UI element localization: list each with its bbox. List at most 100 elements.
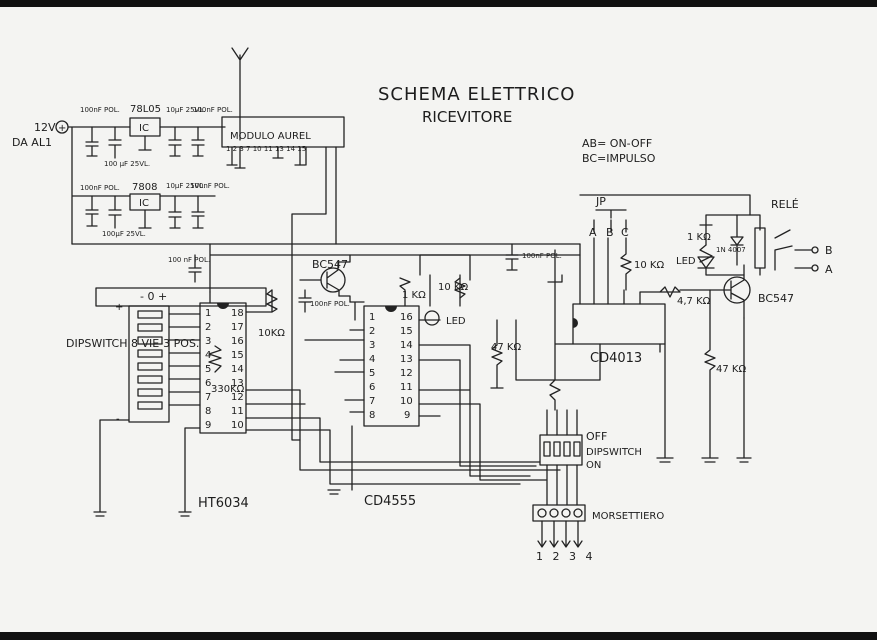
diode-label: 1N 4007 (716, 246, 746, 254)
dipswitch-8-top-bar (95, 287, 267, 307)
module-aurel-ground-icons (226, 157, 306, 169)
dipswitch-8-label: DIPSWITCH 8 VIE-3 POS. (66, 337, 199, 350)
dipswitch-4-label: DIPSWITCH (586, 447, 642, 458)
ic-ht6034: 1 2 3 4 5 6 7 8 9 18 17 16 15 14 13 12 1… (178, 289, 561, 517)
ic-cd4555: 1 2 3 4 5 6 7 8 16 15 14 13 12 11 10 9 C… (304, 254, 547, 509)
ht-pin-l2: 2 (205, 322, 211, 333)
cap-c7-icon (168, 195, 182, 229)
module-aurel-label: MODULO AUREL (230, 131, 311, 142)
ht-pin-r16: 16 (231, 336, 244, 347)
ht-pin-r12: 12 (231, 392, 244, 403)
jumper-label: JP (595, 195, 606, 208)
supply-voltage-label: 12V (34, 121, 56, 134)
ic-cd4555-body (363, 305, 420, 427)
relay-label: RELÉ (771, 198, 799, 211)
dipswitch-4-off: OFF (586, 430, 607, 443)
cd-pin-l1: 1 (369, 312, 375, 323)
cd4555-top-wires (399, 274, 461, 307)
resistor-47k-a-label: 47 KΩ (491, 342, 521, 353)
cd-pin-r15: 15 (400, 326, 413, 337)
supply-source-label: DA AL1 (12, 136, 52, 149)
regulator-7808-label: 7808 (132, 182, 157, 193)
cd-pin-r10: 10 (400, 396, 413, 407)
transistor-t1: BC547 100nF POL. (298, 254, 351, 313)
jumper-bracket (593, 209, 627, 233)
ht-pin-l1: 1 (205, 308, 211, 319)
resistor-330k-label: 330KΩ (211, 384, 245, 395)
resistor-10k-c-icon (620, 237, 632, 291)
resistor-1k-relay-label: 1 KΩ (687, 232, 711, 243)
ht-pin-r18: 18 (231, 308, 244, 319)
cap-c1-icon (85, 126, 99, 157)
led-1-icon (424, 310, 440, 326)
note-bc: BC=IMPULSO (582, 152, 656, 165)
ht-pin-l8: 8 (205, 406, 211, 417)
cap-c8-icon (191, 195, 205, 229)
ht-pin-l3: 3 (205, 336, 211, 347)
resistor-4k7-label: 4,7 KΩ (677, 296, 711, 307)
resistor-10k-b-icon (454, 277, 466, 299)
resistor-10k-a-label: 10KΩ (258, 328, 285, 339)
jumper-pin-a: A (589, 226, 597, 239)
relay-supply-wires (699, 214, 761, 246)
diode-icon (730, 214, 744, 266)
schematic-subtitle: RICEVITORE (422, 108, 512, 126)
cd-pin-l4: 4 (369, 354, 375, 365)
cap-c4-icon (191, 126, 205, 157)
ic-cd4013: CD4013 JP A B C 10 KΩ 47 KΩ (490, 194, 751, 411)
logic-supply-bus (188, 243, 581, 293)
ht-pin-l7: 7 (205, 392, 211, 403)
relay-contact-b-icon (811, 246, 819, 254)
cap-c6-icon (108, 195, 122, 229)
ic-ht6034-ground (178, 427, 201, 517)
transistor-t1-label: BC547 (312, 258, 348, 271)
terminal-block-numbers: 1 2 3 4 (536, 550, 595, 563)
ic-ht6034-notch (217, 303, 229, 309)
resistor-10k-b-label: 10 KΩ (438, 282, 468, 293)
led-2-label: LED (676, 256, 696, 267)
cd-pin-l6: 6 (369, 382, 375, 393)
cap-c5-label: 100nF POL. (80, 184, 120, 192)
dipswitch-8-polarity: - 0 + (140, 290, 167, 303)
cap-c3-label: 10µF 25VL. (166, 106, 205, 114)
ic-ht6034-wires (209, 289, 561, 485)
module-aurel-wires (231, 146, 337, 441)
regulator-78l05-ground (138, 135, 152, 151)
scan-edge-bottom (0, 632, 877, 640)
cap-c4-label: 100nF POL. (193, 106, 233, 114)
supply-rails (67, 126, 226, 245)
cd-pin-l2: 2 (369, 326, 375, 337)
cap-c11-group: 100nF POL. (505, 243, 562, 271)
relay-driver: BC547 4,7 KΩ 47 KΩ 1 KΩ LED 1N 4007 RELÉ… (676, 198, 833, 463)
cap-c7-label: 10µF 25VL. (166, 182, 205, 190)
power-supply: + 12V DA AL1 IC 78L05 IC 7808 100nF POL.… (12, 104, 581, 245)
cap-c8-label: 100nF POL. (190, 182, 230, 190)
terminal-block: MORSETTIERO 1 2 3 4 (532, 504, 664, 563)
resistor-330k-icon (208, 345, 222, 373)
led-2-wire (705, 267, 745, 276)
regulator-7808-body: IC (139, 198, 149, 209)
dipswitch-8-wires (168, 313, 201, 406)
relay-contact-b-label: B (825, 244, 833, 257)
cap-c10-label: 100nF POL. (310, 300, 350, 308)
transistor-t1-icon (320, 267, 346, 293)
cap-c2-icon (108, 126, 122, 159)
dipswitch-4-on: ON (586, 460, 601, 471)
ic-cd4013-notch (573, 318, 578, 328)
cd-pin-l7: 7 (369, 396, 375, 407)
module-aurel-box (221, 116, 345, 148)
regulator-78l05-label: 78L05 (130, 104, 161, 115)
ic-cd4555-left-wires (304, 301, 365, 495)
relay-contacts-icon (759, 229, 813, 276)
ht-pin-r11: 11 (231, 406, 244, 417)
ht-pin-r15: 15 (231, 350, 244, 361)
ht-pin-l6: 6 (205, 378, 211, 389)
ic-ht6034-label: HT6034 (198, 496, 249, 511)
rf-module: MODULO AUREL 1 2 3 7 10 11 13 14 15 (221, 47, 345, 441)
scan-edge-top (0, 0, 877, 7)
ht-pin-l9: 9 (205, 420, 211, 431)
resistor-47k-a-icon (490, 319, 504, 389)
transistor-t2-leads (679, 264, 745, 319)
note-ab: AB= ON-OFF (582, 137, 652, 150)
cap-c6-label: 100µF 25VL. (102, 230, 146, 238)
